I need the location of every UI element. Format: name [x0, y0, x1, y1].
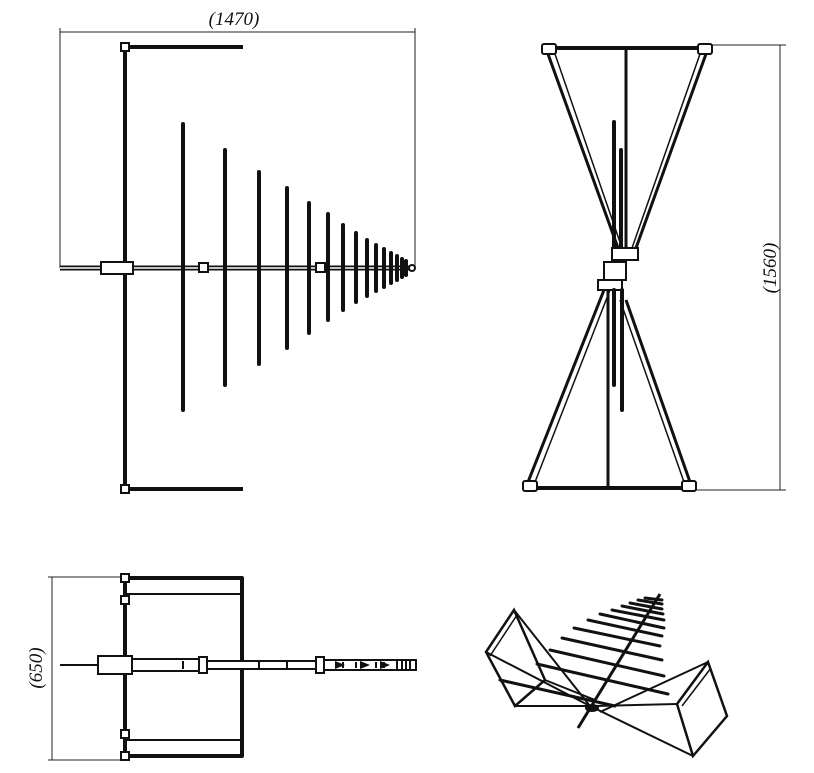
isometric-view: [484, 593, 729, 759]
height-dimension: (1560): [690, 44, 786, 491]
top-view: (650): [26, 573, 417, 761]
width-dimension-label: (1470): [209, 9, 260, 30]
width-dimension: (1470): [59, 9, 416, 268]
depth-dimension: (650): [26, 576, 124, 761]
side-view: (1560): [522, 43, 786, 492]
front-view: (1470): [59, 9, 416, 494]
height-dimension-label: (1560): [760, 243, 781, 294]
depth-dimension-label: (650): [26, 647, 47, 688]
